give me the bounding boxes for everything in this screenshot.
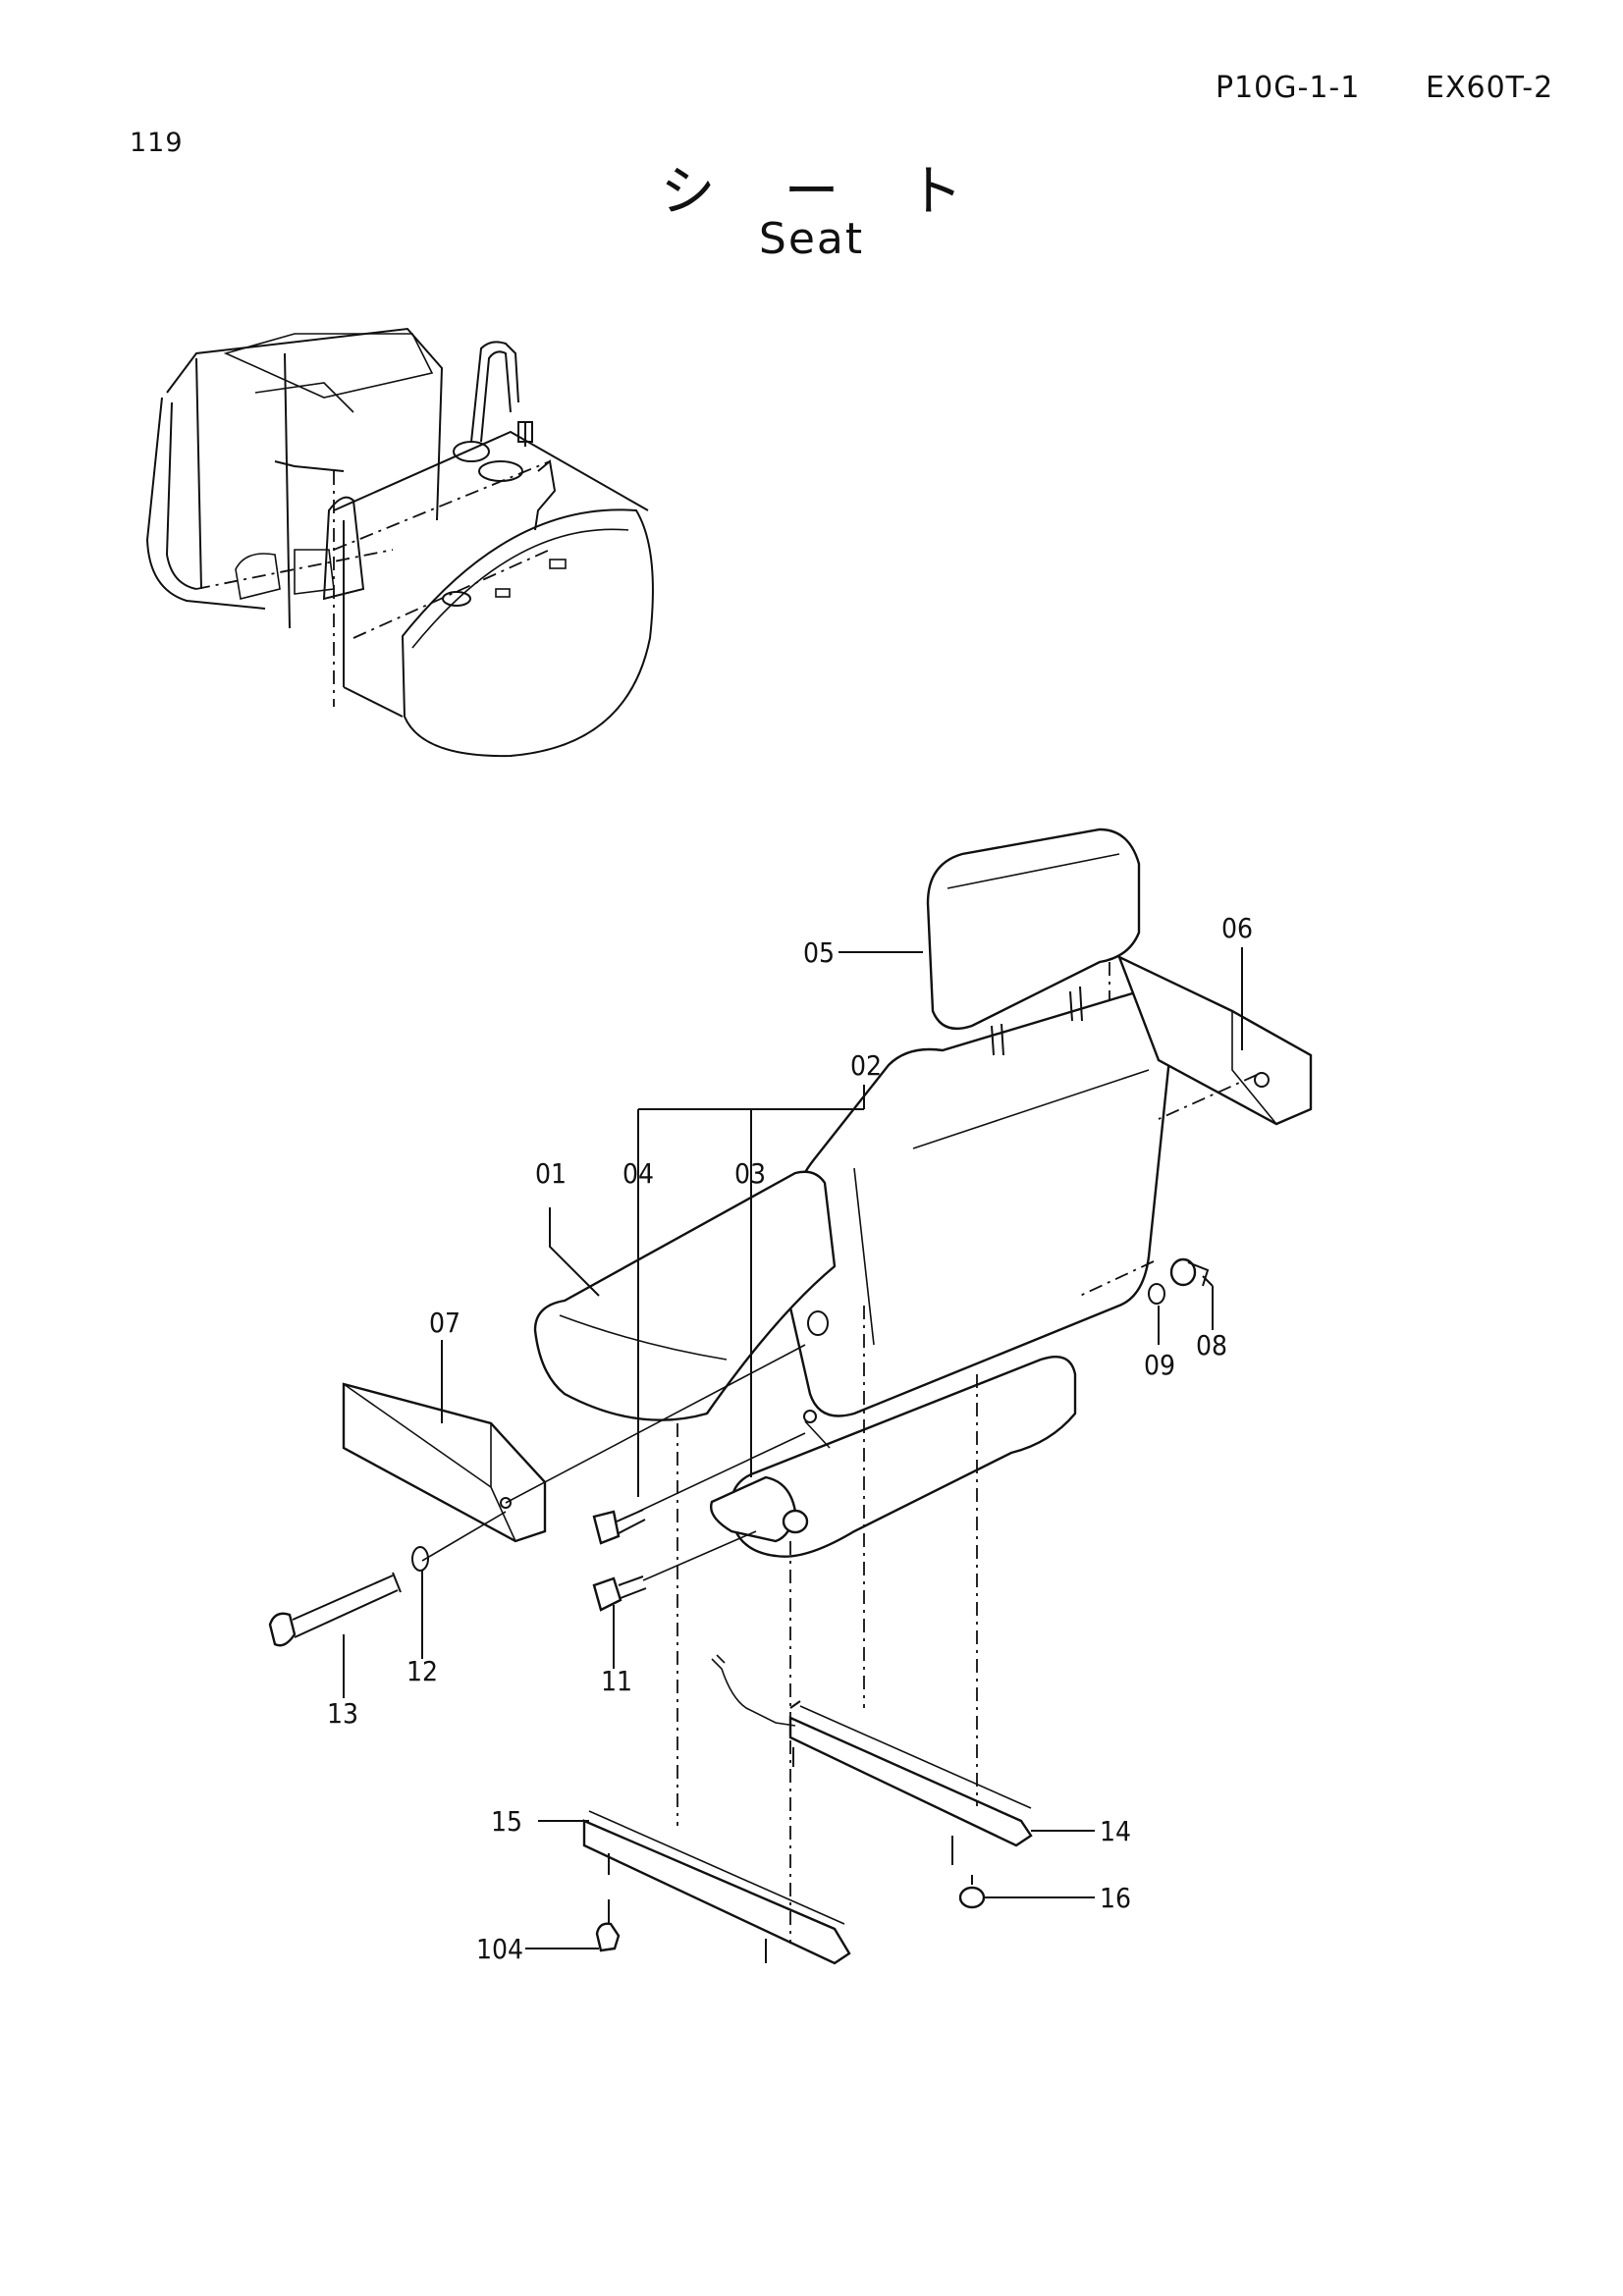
seat-assembly (268, 828, 1313, 1965)
callout-02: 02 (850, 1049, 882, 1082)
page-number: 119 (130, 128, 184, 158)
model-code: EX60T-2 (1426, 71, 1554, 105)
excavator-overview-illustration (145, 327, 654, 758)
leader-lines (343, 947, 1243, 1949)
callout-104: 104 (476, 1933, 523, 1965)
callout-03: 03 (734, 1157, 766, 1190)
callout-11: 11 (601, 1665, 632, 1697)
callout-16: 16 (1100, 1882, 1131, 1914)
callout-labels: 05 06 02 01 04 03 07 08 09 13 12 11 14 1… (327, 912, 1253, 1965)
callout-04: 04 (622, 1157, 654, 1190)
callout-01: 01 (535, 1157, 567, 1190)
document-code: P10G-1-1 (1216, 71, 1361, 105)
assembly-lines (421, 1074, 1258, 1944)
callout-15: 15 (491, 1805, 522, 1838)
callout-12: 12 (406, 1655, 438, 1687)
callout-08: 08 (1196, 1329, 1227, 1362)
callout-05: 05 (803, 936, 835, 969)
callout-14: 14 (1100, 1815, 1131, 1847)
callout-06: 06 (1221, 912, 1253, 944)
title-english: Seat (758, 214, 865, 264)
title-japanese: シート (660, 160, 1032, 224)
callout-09: 09 (1144, 1349, 1175, 1381)
callout-07: 07 (429, 1307, 460, 1339)
callout-13: 13 (327, 1697, 358, 1730)
